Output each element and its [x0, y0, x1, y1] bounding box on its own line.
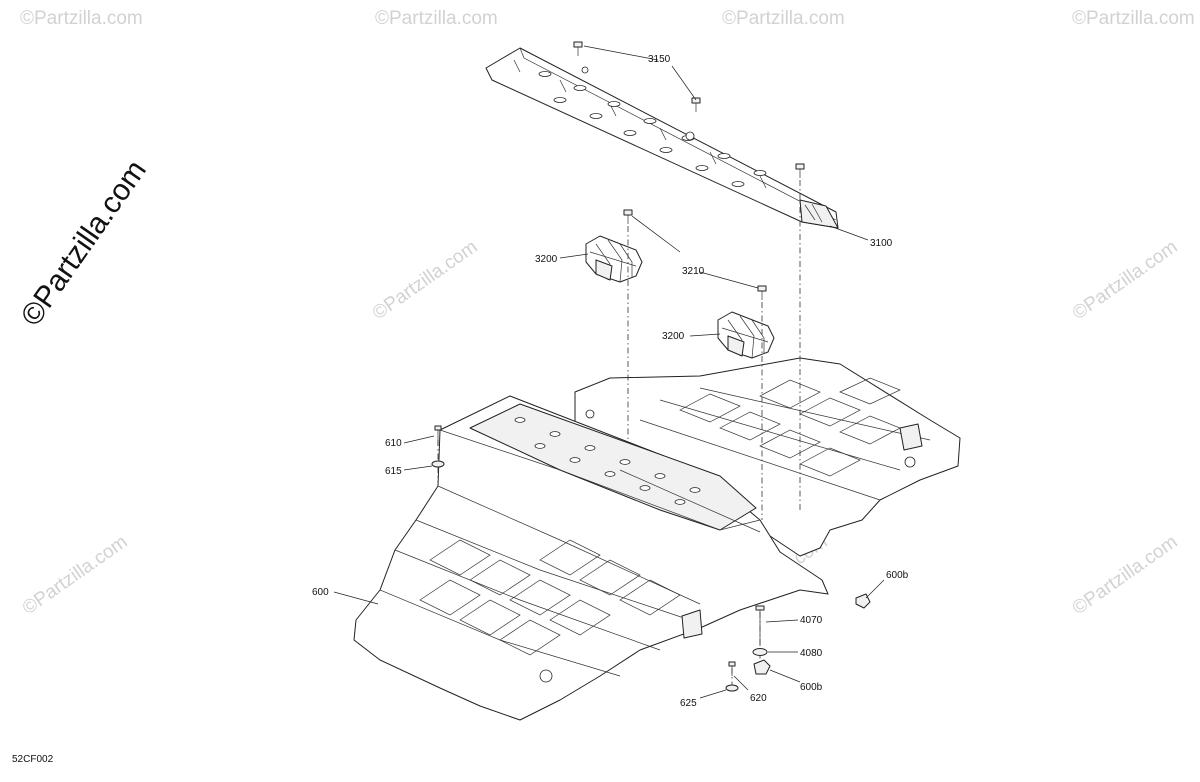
callout-3200-left[interactable]: 3200	[535, 254, 558, 265]
watermark: ©Partzilla.com	[20, 8, 143, 29]
watermark: ©Partzilla.com	[19, 531, 132, 619]
diagram-reference-code: 52CF002	[12, 754, 54, 765]
watermark: ©Partzilla.com	[1069, 531, 1182, 619]
nut-600b-bottom[interactable]	[753, 659, 771, 675]
watermark: ©Partzilla.com	[1069, 236, 1182, 324]
callout-labels: 3150 3100 3210 3200 3200 610 615 600 600…	[312, 54, 909, 709]
callout-610[interactable]: 610	[385, 438, 402, 449]
screw-610[interactable]	[434, 425, 442, 446]
washer-625[interactable]	[725, 684, 739, 692]
callout-600b-top[interactable]: 600b	[886, 570, 909, 581]
clamp-3200-right[interactable]	[717, 311, 775, 359]
watermark: ©Partzilla.com	[1072, 8, 1195, 29]
callout-625[interactable]: 625	[680, 698, 697, 709]
callout-600[interactable]: 600	[312, 587, 329, 598]
bolt-3210-a[interactable]	[623, 209, 633, 224]
callout-615[interactable]: 615	[385, 466, 402, 477]
watermark: ©Partzilla.com	[369, 236, 482, 324]
washer-4080[interactable]	[752, 648, 768, 656]
callout-3150[interactable]: 3150	[648, 54, 671, 65]
bolt-3150-a[interactable]	[573, 41, 583, 56]
clamp-3200-left[interactable]	[585, 235, 643, 283]
floor-panel-600[interactable]	[353, 357, 961, 721]
callout-620[interactable]: 620	[750, 693, 767, 704]
callout-3100[interactable]: 3100	[870, 238, 893, 249]
callout-4080[interactable]: 4080	[800, 648, 823, 659]
leader-lines	[333, 45, 885, 699]
bolt-3150-b[interactable]	[691, 97, 701, 112]
bolt-4070[interactable]	[755, 605, 765, 646]
rail-cover-3100[interactable]	[485, 47, 839, 229]
callout-3200-right[interactable]: 3200	[662, 331, 685, 342]
bolt-3210-b[interactable]	[757, 285, 767, 300]
watermark: ©Partzilla.com	[722, 8, 845, 29]
watermark-logo: ©Partzilla.com	[15, 154, 153, 332]
callout-600b-bottom[interactable]: 600b	[800, 682, 823, 693]
washer-615[interactable]	[431, 460, 445, 468]
screw-620[interactable]	[728, 661, 736, 676]
callout-4070[interactable]: 4070	[800, 615, 823, 626]
bolt-3100[interactable]	[795, 163, 805, 178]
watermark: ©Partzilla.com	[375, 8, 498, 29]
callout-3210[interactable]: 3210	[682, 266, 705, 277]
